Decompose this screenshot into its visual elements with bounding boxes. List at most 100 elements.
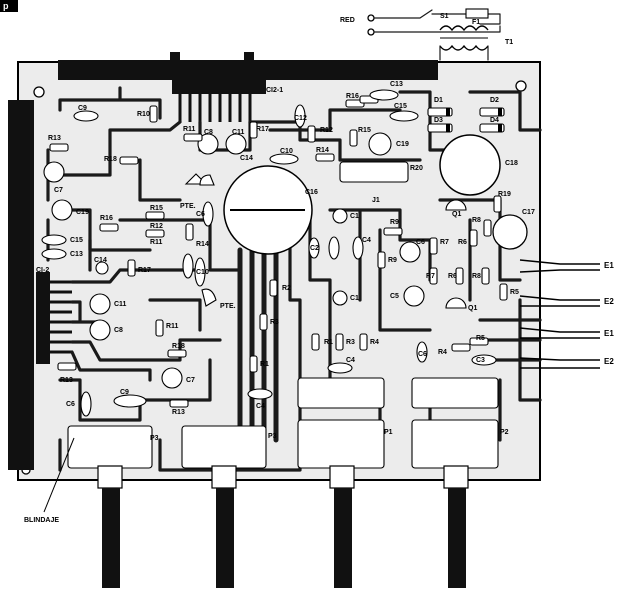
label-s1: S1 — [440, 13, 449, 20]
label-r3a: R3 — [270, 319, 279, 326]
label-j1: J1 — [372, 197, 380, 204]
label-red: RED — [340, 17, 355, 24]
label-t1: T1 — [505, 39, 513, 46]
label-r4b: R4 — [438, 349, 447, 356]
label-r17b: R17 — [138, 267, 151, 274]
trimmers: PTE. PTE. — [180, 174, 236, 310]
label-c6a: C6 — [196, 211, 205, 218]
label-r16a: R16 — [346, 93, 359, 100]
page-number: p — [3, 1, 9, 11]
output-wires — [519, 259, 600, 369]
label-pte-2: PTE. — [220, 303, 236, 310]
label-c3: C3 — [476, 357, 485, 364]
label-r6a: R6 — [458, 239, 467, 246]
label-r19: R19 — [498, 191, 511, 198]
label-ci2-1: CI2-1 — [266, 87, 283, 94]
label-r4a: R4 — [370, 339, 379, 346]
label-c19b: C19 — [76, 209, 89, 216]
label-r10: R10 — [137, 111, 150, 118]
pot-shaft-4 — [448, 488, 466, 588]
label-p3a: P3 — [150, 435, 159, 442]
label-c15a: C15 — [394, 103, 407, 110]
label-c6d: C6 — [418, 351, 427, 358]
pot-shaft-1 — [102, 488, 120, 588]
label-c14b: C14 — [94, 257, 107, 264]
label-c6c: C6 — [416, 239, 425, 246]
label-r6b: R6 — [448, 273, 457, 280]
label-c4b: C4 — [346, 357, 355, 364]
ic-ci-2: CI-2 — [36, 267, 72, 364]
component-labels: R10 R11 R13 C9 R18 C7 C8 C11 R17 C14 C12… — [24, 81, 614, 524]
label-blindaje: BLINDAJE — [24, 517, 59, 524]
label-e2a: E2 — [604, 297, 614, 306]
label-r1b: R1 — [324, 339, 333, 346]
label-r11c: R11 — [166, 323, 179, 330]
label-e2b: E2 — [604, 357, 614, 366]
label-r8b: R8 — [472, 273, 481, 280]
label-c7b: C7 — [186, 377, 195, 384]
capacitor-c17: C17 — [492, 209, 535, 250]
label-r3b: R3 — [346, 339, 355, 346]
label-c7a: C7 — [54, 187, 63, 194]
mains-input: RED S1 F1 T1 — [340, 8, 513, 61]
page-number-box — [0, 0, 18, 12]
label-c1b: C1 — [350, 295, 359, 302]
label-c12: C12 — [294, 115, 307, 122]
label-r17a: R17 — [256, 126, 269, 133]
label-ci-2: CI-2 — [36, 267, 49, 274]
film-capacitors — [41, 89, 497, 417]
capacitor-c16: C16 — [223, 165, 318, 255]
label-r12b: R12 — [150, 223, 163, 230]
label-c6b: C6 — [66, 401, 75, 408]
label-c9a: C9 — [78, 105, 87, 112]
label-r7a: R7 — [440, 239, 449, 246]
label-r14b: R14 — [196, 241, 209, 248]
label-c13a: C13 — [390, 81, 403, 88]
capacitor-c18: C18 — [439, 134, 518, 196]
potentiometers — [67, 377, 499, 588]
left-heatsink — [8, 100, 34, 470]
label-r14a: R14 — [316, 147, 329, 154]
label-c4a: C4 — [256, 403, 265, 410]
ic-ci2-1: CI2-1 — [172, 80, 283, 122]
label-d4: D4 — [490, 117, 499, 124]
label-c18: C18 — [505, 160, 518, 167]
label-r18b: R18 — [172, 343, 185, 350]
label-c1a: C1 — [350, 213, 359, 220]
label-e1a: E1 — [604, 261, 614, 270]
label-p1: P1 — [384, 429, 393, 436]
label-pte-1: PTE. — [180, 203, 196, 210]
label-q1a: Q1 — [452, 211, 461, 218]
label-r16b: R16 — [100, 215, 113, 222]
electrolytic-capacitors — [43, 132, 425, 389]
label-d2: D2 — [490, 97, 499, 104]
label-c19a: C19 — [396, 141, 409, 148]
label-p3b: P3 — [268, 433, 277, 440]
label-r15a: R15 — [358, 127, 371, 134]
label-c4c: C4 — [362, 237, 371, 244]
label-c8b: C8 — [114, 327, 123, 334]
label-c10a: C10 — [280, 148, 293, 155]
label-c8a: C8 — [204, 129, 213, 136]
label-c15b: C15 — [70, 237, 83, 244]
diodes — [427, 107, 505, 133]
label-r11b: R11 — [150, 239, 163, 246]
label-r9b: R9 — [390, 219, 399, 226]
label-d1: D1 — [434, 97, 443, 104]
resistors — [49, 95, 508, 408]
label-c5: C5 — [390, 293, 399, 300]
label-c10b: C10 — [196, 269, 209, 276]
label-r11a: R11 — [183, 126, 196, 133]
label-r7b: R7 — [426, 273, 435, 280]
label-r1a: R1 — [260, 361, 269, 368]
label-r5a: R5 — [510, 289, 519, 296]
label-r2: R2 — [282, 285, 291, 292]
label-r18a: R18 — [104, 156, 117, 163]
pot-shaft-3 — [334, 488, 352, 588]
label-c13b: C13 — [70, 251, 83, 258]
label-p2: P2 — [500, 429, 509, 436]
label-r12a: R12 — [320, 127, 333, 134]
label-r8a: R8 — [472, 217, 481, 224]
label-r5b: R5 — [476, 335, 485, 342]
